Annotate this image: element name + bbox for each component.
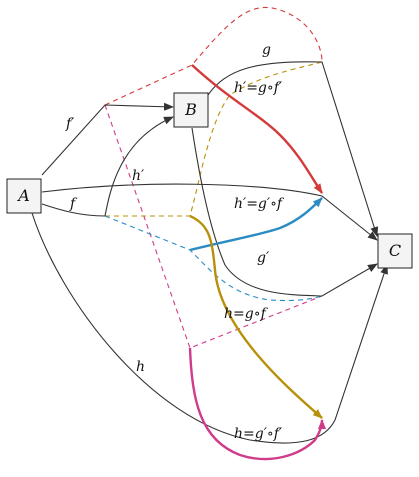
label-h: h: [136, 359, 145, 375]
cell-blue: [189, 197, 323, 252]
label-h-prime: h′: [132, 168, 145, 184]
arrow-f-prime: [41, 102, 174, 176]
dashed-red-top: [104, 6, 323, 106]
label-comp-gpf: h′=g′∘f: [234, 196, 285, 212]
cell-gold: [189, 214, 323, 419]
dashed-gold: [105, 61, 323, 217]
node-B: B: [173, 92, 209, 128]
arrow-g: [207, 61, 379, 237]
node-B-label: B: [184, 100, 197, 119]
label-comp-gfp-top: h′=g∘f′: [234, 80, 283, 96]
label-g-prime: g′: [257, 250, 270, 266]
cell-red: [191, 64, 323, 194]
dashed-magenta-left: [104, 104, 323, 349]
dashed-blue: [104, 215, 323, 302]
label-comp-gf: h=g∘f: [224, 306, 269, 322]
node-C-label: C: [389, 241, 401, 260]
arrow-h-prime: [104, 116, 174, 217]
label-g: g: [262, 42, 271, 58]
arrow-f: [41, 203, 106, 217]
node-C: C: [377, 233, 413, 269]
label-f-prime: f′: [65, 116, 75, 132]
arrow-h: [31, 212, 388, 444]
cell-magenta: [188, 347, 326, 461]
node-A-label: A: [16, 186, 30, 205]
arrow-h-prime-long: [41, 183, 378, 241]
label-f: f: [69, 196, 78, 212]
label-comp-gpfp: h=g′∘f′: [234, 426, 283, 442]
arrow-g-prime: [191, 127, 378, 297]
node-A: A: [6, 178, 42, 214]
